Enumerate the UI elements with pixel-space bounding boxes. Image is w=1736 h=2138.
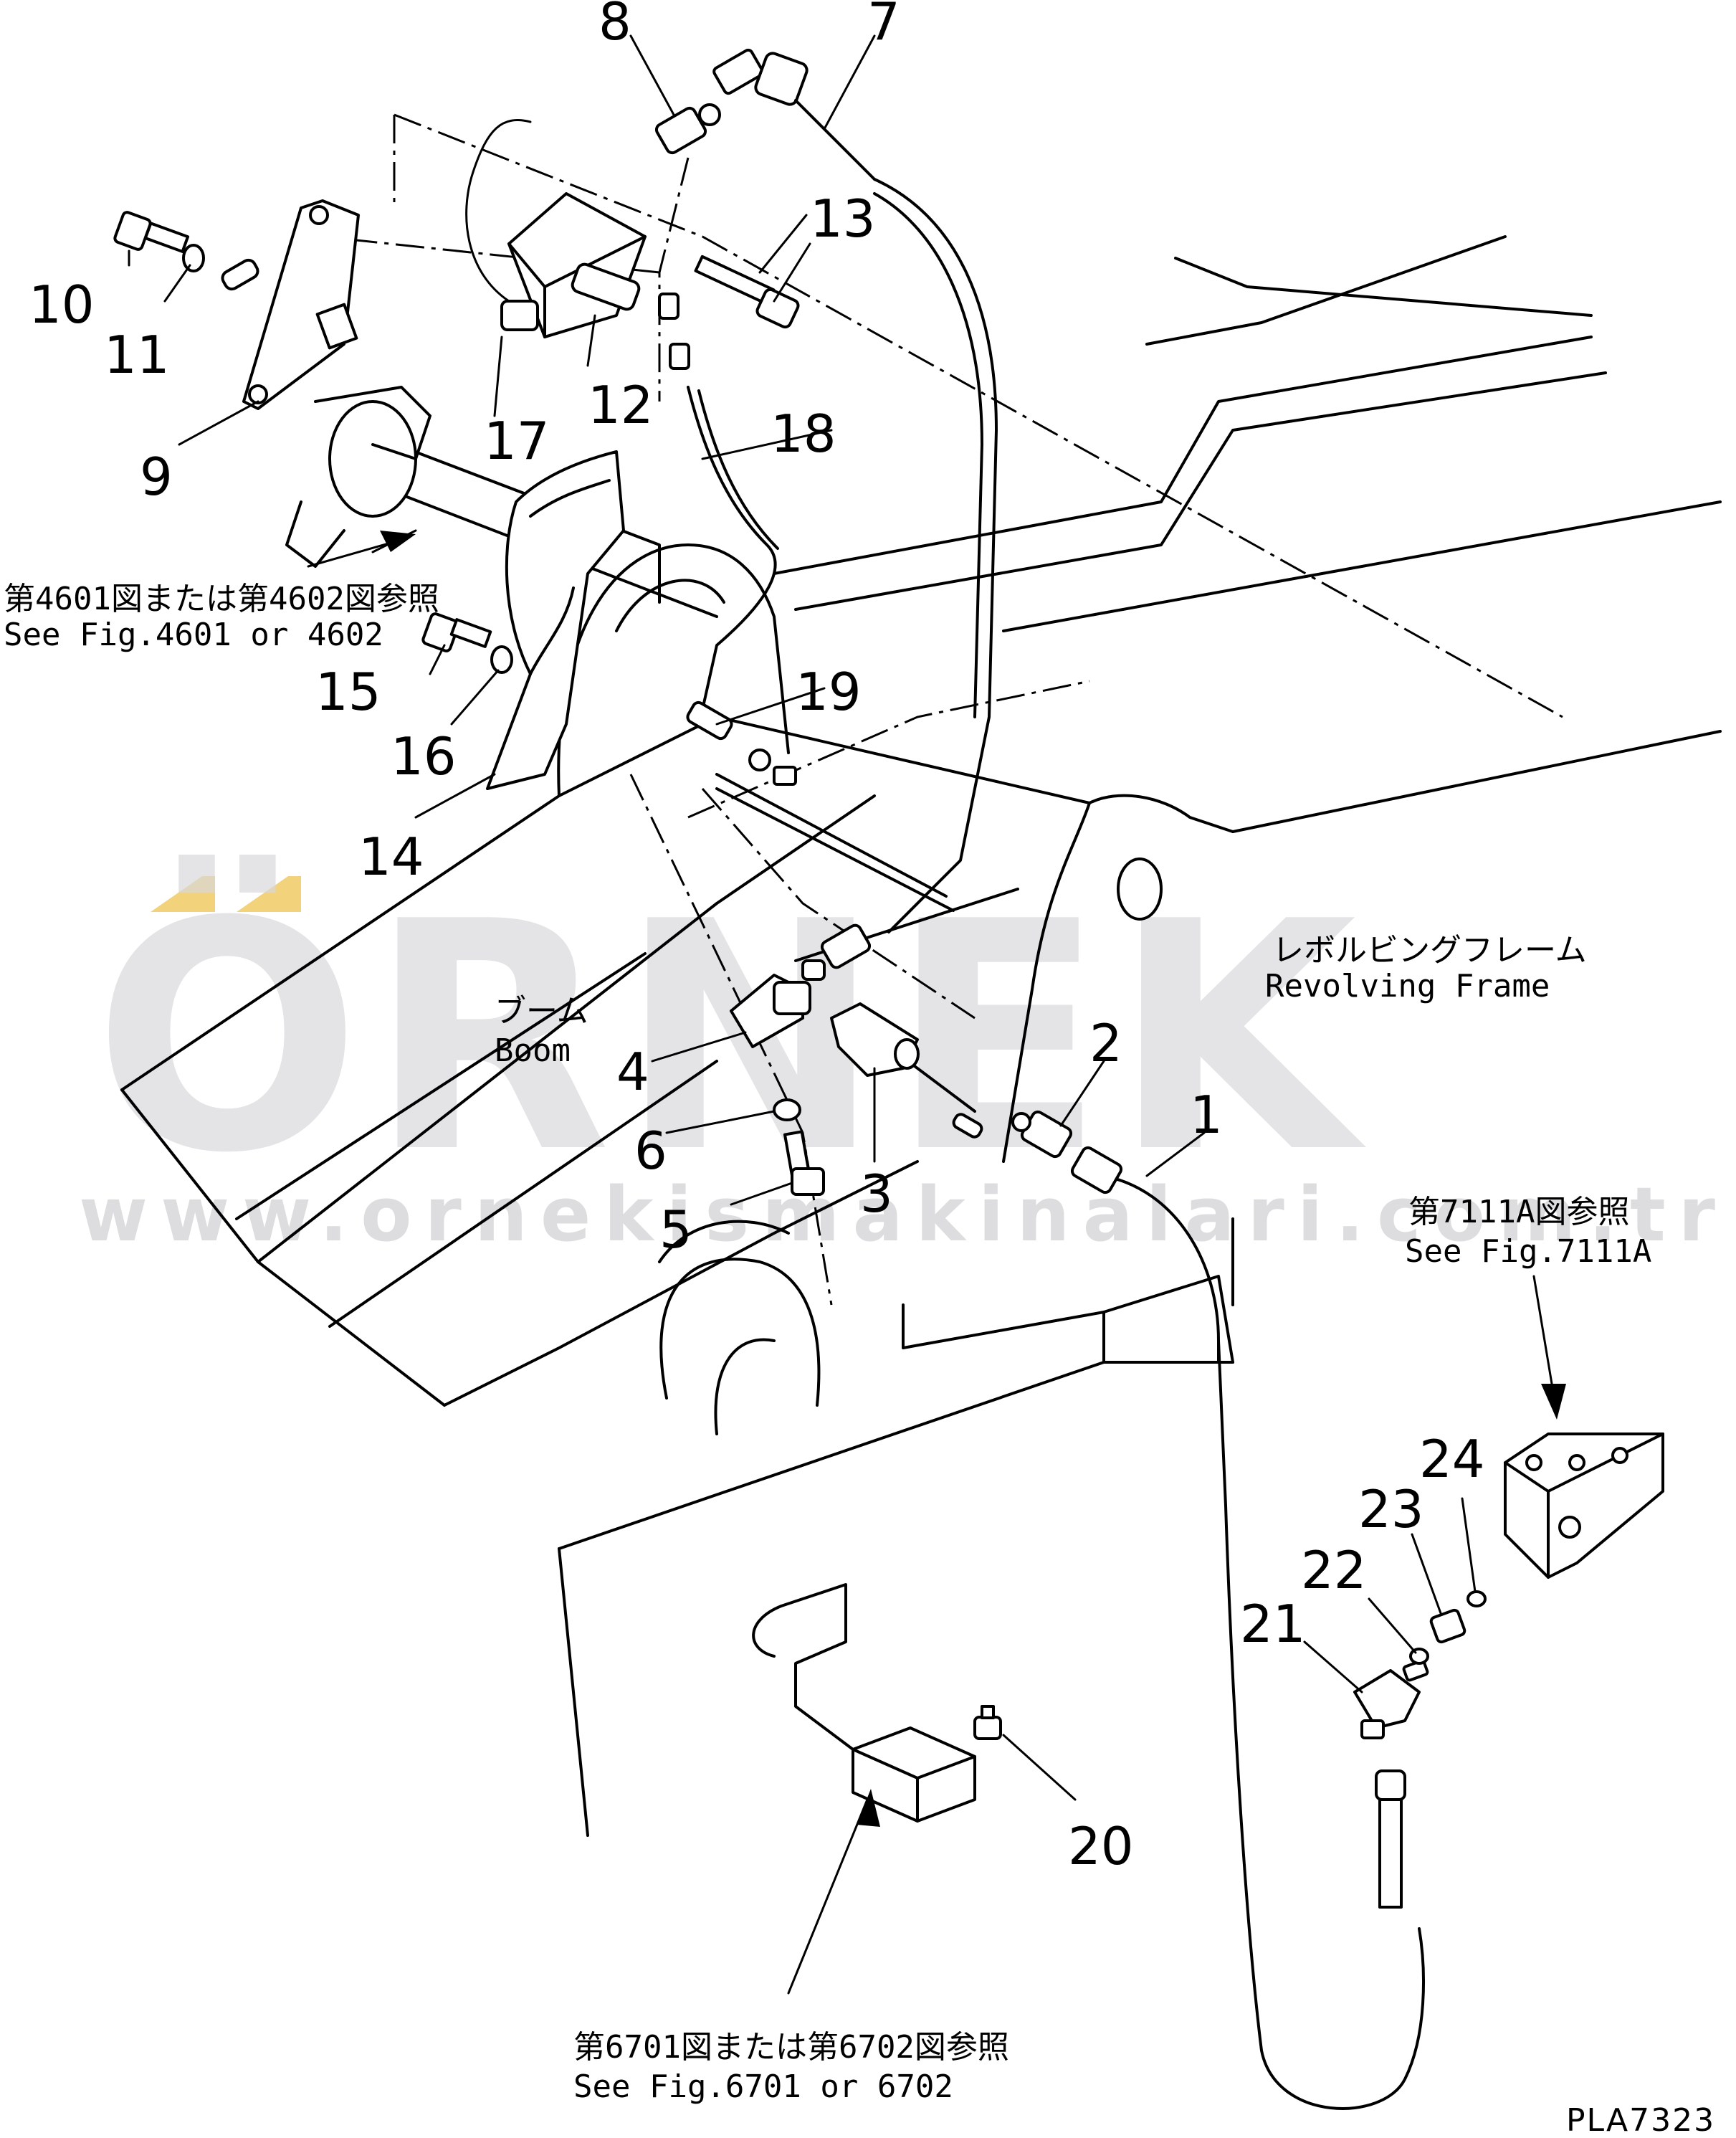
tank-unit [752, 1583, 976, 1823]
callout-1: 1 [1190, 1085, 1223, 1145]
note-boom-jp: ブーム [495, 993, 588, 1030]
arrow-fig6701 [857, 1789, 880, 1827]
revolving-frame [558, 235, 1722, 1837]
watermark: ÖRNEK www.ornekismakinalari.com.tr [79, 852, 1728, 1259]
control-valve-block [1504, 1433, 1664, 1579]
callout-11: 11 [104, 325, 170, 385]
callout-12: 12 [588, 375, 654, 435]
arrow-fig4601 [380, 531, 416, 552]
callout-5: 5 [659, 1199, 692, 1260]
callout-19: 19 [796, 662, 862, 722]
part-19-fitting [686, 700, 797, 786]
part-3-valve [830, 1002, 983, 1139]
boom-structure [120, 386, 1091, 1435]
note-boom-en: Boom [495, 1032, 571, 1069]
note-fig4601-en: See Fig.4601 or 4602 [4, 617, 383, 653]
drawing-code: PLA7323 [1566, 2102, 1715, 2138]
watermark-accent-left [151, 876, 215, 912]
note-fig7111-jp: 第7111A図参照 [1408, 1194, 1629, 1230]
part-8-adaptor [654, 103, 721, 155]
callout-9: 9 [140, 447, 173, 507]
notes: 第4601図または第4602図参照 See Fig.4601 or 4602 レ… [4, 581, 1651, 2105]
parts [113, 48, 1664, 1909]
callout-2: 2 [1089, 1013, 1122, 1073]
part-4-block [730, 959, 826, 1048]
note-revolving-jp: レボルビングフレーム [1272, 932, 1587, 969]
note-fig6701-en: See Fig.6701 or 6702 [573, 2068, 953, 2105]
part-11-washer [182, 244, 205, 272]
note-fig7111-en: See Fig.7111A [1405, 1233, 1651, 1270]
callout-7: 7 [867, 0, 900, 52]
part-14-cover [486, 450, 625, 790]
part-5-bolt [783, 1130, 825, 1196]
callout-8: 8 [598, 0, 631, 52]
part-21-elbow [1353, 1659, 1429, 1739]
reference-arrows [307, 531, 1566, 1995]
callout-10: 10 [29, 275, 95, 335]
part-1-fitting [1070, 1146, 1123, 1194]
leader-lines [128, 34, 1477, 1801]
wire-17 [465, 119, 532, 303]
callout-20: 20 [1068, 1816, 1134, 1876]
watermark-accent-right [237, 876, 301, 912]
part-16-washer [490, 645, 513, 674]
note-fig6701-jp: 第6701図または第6702図参照 [573, 2029, 1009, 2066]
part-12-valve [500, 192, 647, 338]
callout-21: 21 [1240, 1594, 1306, 1654]
part-24-oring [1466, 1590, 1487, 1607]
callout-18: 18 [771, 404, 836, 464]
hose-lines [465, 119, 1425, 2110]
hose-1 [1102, 1174, 1425, 2110]
callout-13: 13 [810, 189, 876, 249]
part-7-fitting [712, 48, 876, 181]
callout-16: 16 [391, 726, 457, 787]
callout-3: 3 [860, 1164, 893, 1224]
callout-4: 4 [616, 1042, 649, 1102]
part-20-fitting [973, 1705, 1002, 1740]
arrow-fig7111 [1541, 1384, 1566, 1420]
watermark-url: www.ornekismakinalari.com.tr [79, 1171, 1728, 1258]
callout-24: 24 [1419, 1429, 1485, 1489]
note-revolving-en: Revolving Frame [1265, 968, 1550, 1004]
part-13-bolt [694, 255, 800, 329]
part-10-bolt [113, 211, 190, 253]
callout-6: 6 [634, 1121, 667, 1181]
hose-18 [687, 386, 777, 711]
callout-14: 14 [358, 827, 424, 887]
callout-17: 17 [484, 411, 550, 471]
part-15-bolt [421, 612, 492, 652]
callout-23: 23 [1358, 1479, 1424, 1539]
callout-15: 15 [315, 662, 381, 722]
hose-7 [873, 178, 998, 933]
part-6-washer [773, 1098, 801, 1121]
callout-numbers: 1 2 3 4 5 6 7 8 9 10 11 12 13 14 15 16 1… [29, 0, 1485, 1876]
note-fig4601-jp: 第4601図または第4602図参照 [4, 581, 439, 617]
part-2-adaptor [1011, 1110, 1073, 1159]
part-23-plug [1429, 1608, 1466, 1644]
callout-22: 22 [1301, 1540, 1367, 1600]
